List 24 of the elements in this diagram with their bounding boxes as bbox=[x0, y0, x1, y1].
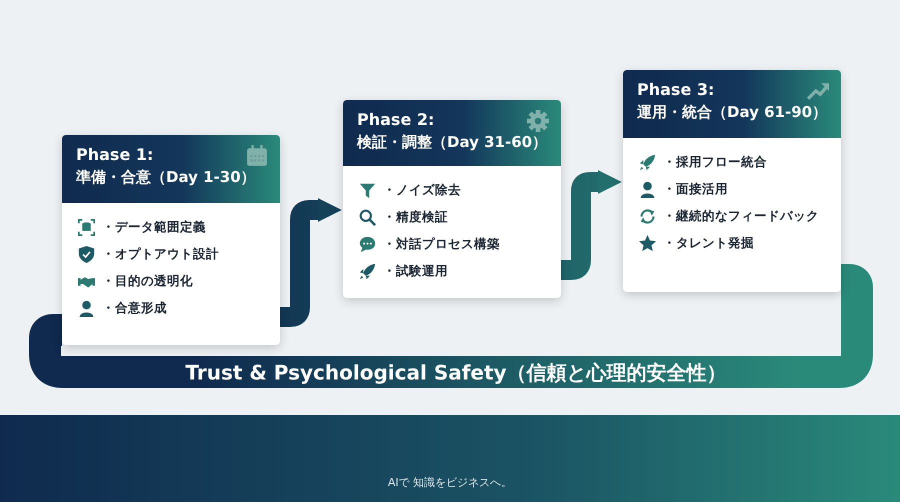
list-item: ・試験運用 bbox=[383, 263, 448, 280]
phase-title: Phase 3: bbox=[637, 80, 714, 99]
phase-card bbox=[62, 135, 280, 345]
list-item: ・継続的なフィードバック bbox=[663, 208, 819, 225]
flow-arrow bbox=[561, 170, 622, 280]
tagline: AIで 知識をビジネスへ。 bbox=[388, 475, 512, 490]
list-item: ・ノイズ除去 bbox=[383, 182, 461, 199]
edge-label: Trust & Psychological Safety（信頼と心理的安全性） bbox=[185, 360, 727, 386]
list-item: ・タレント発掘 bbox=[663, 235, 754, 252]
phase-card bbox=[623, 70, 841, 292]
list-item: ・データ範囲定義 bbox=[102, 219, 206, 236]
phase-title: Phase 2: bbox=[357, 110, 434, 129]
list-item: ・オプトアウト設計 bbox=[102, 246, 219, 263]
list-item: ・目的の透明化 bbox=[102, 273, 193, 290]
phase-subtitle: 検証・調整（Day 31-60） bbox=[357, 133, 548, 152]
list-item: ・採用フロー統合 bbox=[663, 154, 767, 171]
list-item: ・対話プロセス構築 bbox=[383, 236, 500, 253]
list-item: ・面接活用 bbox=[663, 181, 728, 198]
list-item: ・合意形成 bbox=[102, 300, 167, 317]
list-item: ・精度検証 bbox=[383, 209, 448, 226]
phase-title: Phase 1: bbox=[76, 145, 154, 164]
phase-subtitle: 運用・統合（Day 61-90） bbox=[637, 103, 828, 122]
phase-subtitle: 準備・合意（Day 1-30） bbox=[76, 168, 256, 187]
phase-card bbox=[343, 100, 561, 298]
